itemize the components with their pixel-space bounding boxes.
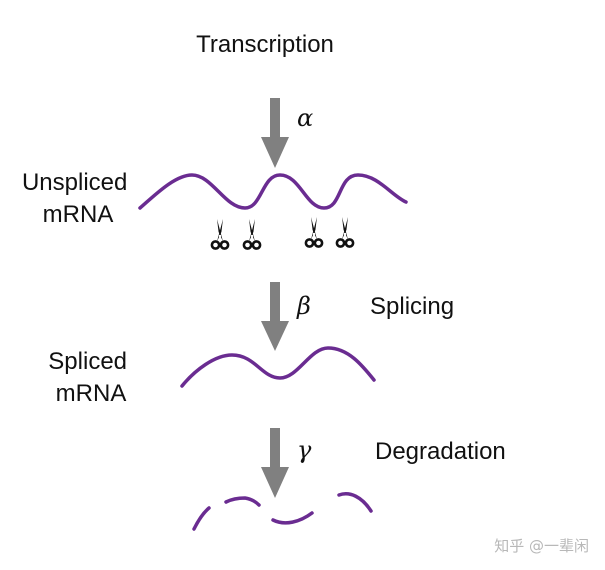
arrow-splicing <box>261 282 289 351</box>
scissors-icon <box>335 215 355 248</box>
scissors-icon <box>210 217 230 250</box>
rate-gamma: γ <box>297 436 312 464</box>
rate-alpha: α <box>297 104 313 132</box>
fragment <box>192 506 211 531</box>
label-spliced-line1: Spliced <box>48 348 127 375</box>
watermark: 知乎 @一辈闲 <box>494 537 589 555</box>
label-unspliced-line2: mRNA <box>43 201 114 228</box>
fragment <box>337 492 373 513</box>
arrow-degradation <box>261 428 289 498</box>
scissors-icon <box>304 215 324 248</box>
spliced-mrna-strand <box>180 346 376 388</box>
fragment <box>224 496 261 507</box>
fragment <box>271 511 314 525</box>
scissors-icon <box>242 217 262 250</box>
degraded-mrna-fragments <box>192 492 373 531</box>
label-spliced-mrna: Spliced mRNA <box>48 348 133 407</box>
arrow-transcription <box>261 98 289 168</box>
title-transcription: Transcription <box>196 31 334 58</box>
rate-beta: β <box>296 292 311 320</box>
process-degradation: Degradation <box>375 438 506 465</box>
label-unspliced-mrna: Unspliced mRNA <box>22 169 134 228</box>
label-unspliced-line1: Unspliced <box>22 169 127 196</box>
label-spliced-line2: mRNA <box>56 380 127 407</box>
unspliced-mrna-strand <box>138 173 408 210</box>
process-splicing: Splicing <box>370 293 454 320</box>
